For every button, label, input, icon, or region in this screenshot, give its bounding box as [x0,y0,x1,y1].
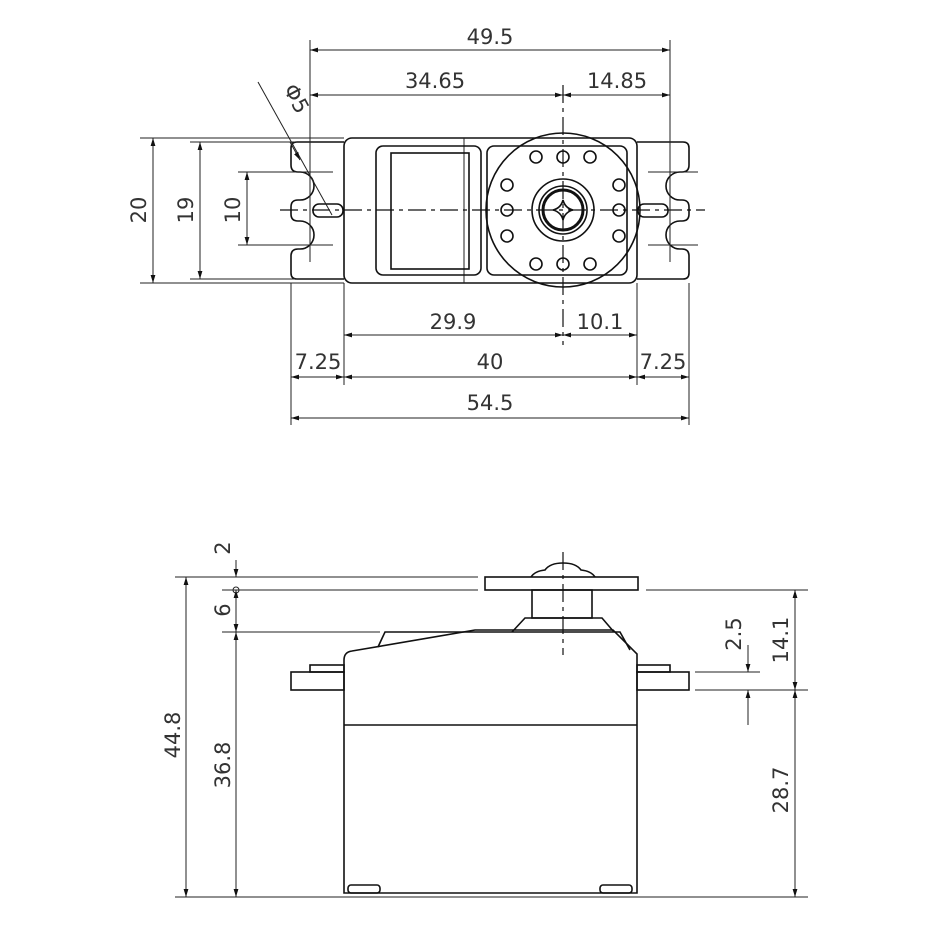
dim-49-5: 49.5 [467,25,514,49]
dim-40: 40 [477,350,504,374]
dim-2-5: 2.5 [722,617,746,650]
dim-6: 6 [211,603,235,616]
dim-20: 20 [127,197,151,224]
label-window-inner [390,152,470,270]
dim-36-8: 36.8 [211,742,235,789]
side-view: 2 6 44.8 36.8 2.5 14.1 28.7 [161,541,808,898]
dim-54-5: 54.5 [467,391,514,415]
dim-2: 2 [211,541,235,554]
horn-flange [484,576,639,591]
dim-29-9: 29.9 [430,310,477,334]
dim-44-8: 44.8 [161,712,185,759]
horn-shaft [531,589,593,619]
dim-28-7: 28.7 [769,767,793,814]
dim-19: 19 [174,197,198,224]
dim-14-1: 14.1 [769,617,793,664]
dim-10: 10 [221,197,245,224]
dim-phi-5: Φ5 [279,80,314,118]
top-view: 49.5 34.65 14.85 Φ5 20 19 10 29.9 10.1 7… [127,25,705,425]
dim-14-85: 14.85 [587,69,647,93]
dim-34-65: 34.65 [405,69,465,93]
servo-body-side [343,629,638,894]
dim-7-25-left: 7.25 [295,350,342,374]
left-tab-side [290,671,345,691]
dim-10-1: 10.1 [577,310,624,334]
right-tab-side [636,671,690,691]
dim-7-25-right: 7.25 [640,350,687,374]
